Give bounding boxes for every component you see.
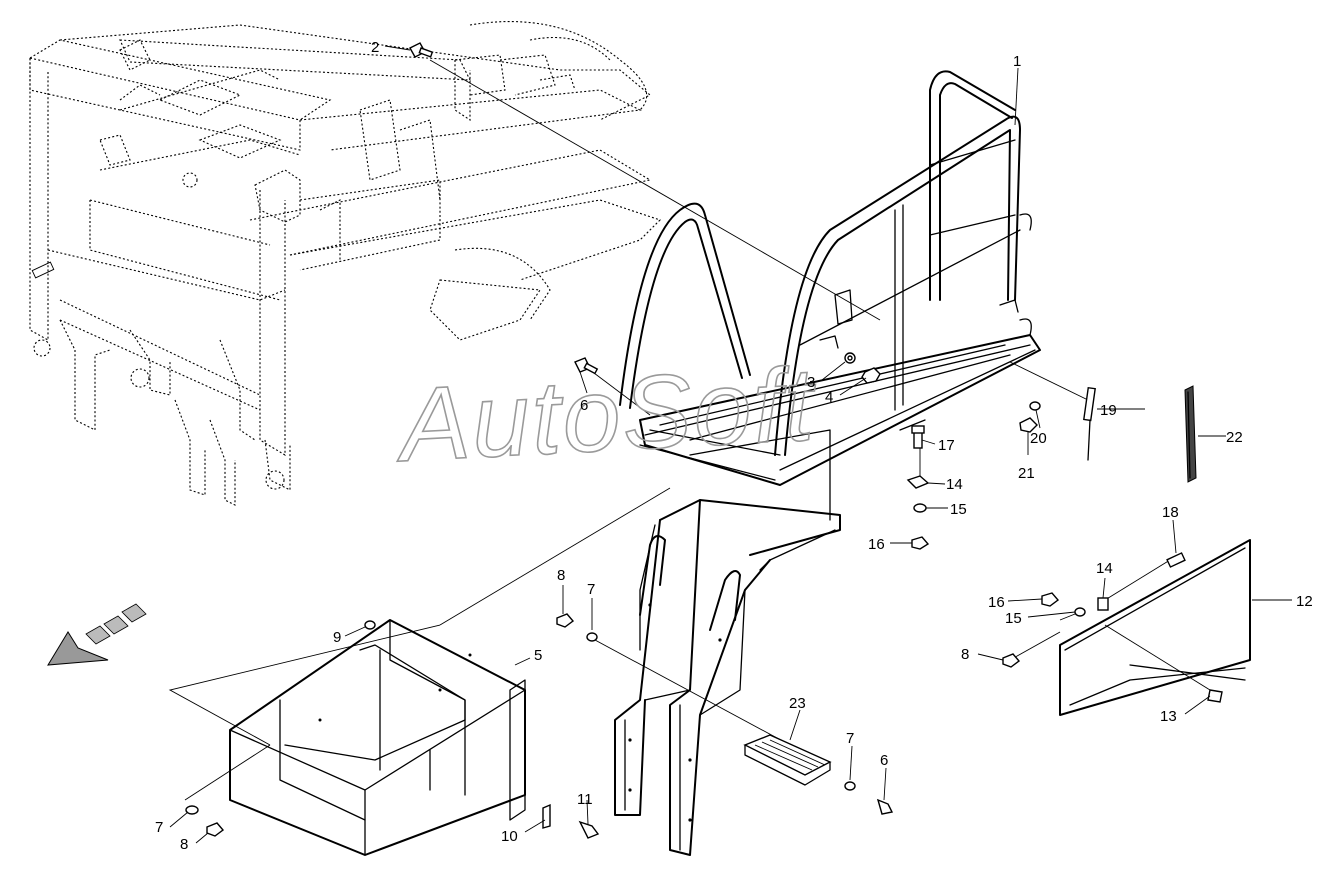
callout-2: 2: [371, 39, 379, 56]
machine-frame: [29, 20, 662, 506]
callout-8-right: 8: [961, 646, 969, 663]
callout-leaders: [169, 45, 1292, 844]
callout-3: 3: [807, 374, 815, 391]
callout-9: 9: [333, 629, 341, 646]
ladder-step-assembly: [614, 499, 841, 856]
storage-box: [229, 619, 526, 856]
callout-13: 13: [1160, 708, 1177, 725]
forward-direction-arrow-icon: [47, 603, 147, 666]
callout-6-bottom: 6: [880, 752, 888, 769]
callout-8-middle: 8: [557, 567, 565, 584]
callout-20: 20: [1030, 430, 1047, 447]
watermark-text: AutoSoft: [391, 346, 820, 484]
callout-7-middle: 7: [587, 581, 595, 598]
callout-22: 22: [1226, 429, 1243, 446]
callout-6-top: 6: [580, 397, 588, 414]
callout-14-right: 14: [1096, 560, 1113, 577]
step-tread: [743, 734, 832, 786]
callout-17: 17: [938, 437, 955, 454]
callout-10: 10: [501, 828, 518, 845]
callout-labels: 1 2 3 4 5 6 6 7 7 7 8 8 8 9 10 11 12 13 …: [155, 39, 1313, 853]
hardware-parts: [185, 42, 1223, 839]
callout-21: 21: [1018, 465, 1035, 482]
seal-strip: [1184, 385, 1197, 483]
callout-12: 12: [1296, 593, 1313, 610]
callout-15-right: 15: [1005, 610, 1022, 627]
callout-5: 5: [534, 647, 542, 664]
callout-15-top: 15: [950, 501, 967, 518]
callout-16-right: 16: [988, 594, 1005, 611]
callout-1: 1: [1013, 53, 1021, 70]
callout-18: 18: [1162, 504, 1179, 521]
callout-16-top: 16: [868, 536, 885, 553]
callout-19: 19: [1100, 402, 1117, 419]
callout-4: 4: [825, 389, 833, 406]
platform-railing-assembly: [619, 70, 1041, 521]
callout-7-box: 7: [155, 819, 163, 836]
callout-11: 11: [577, 791, 593, 808]
side-shield-plate: [1059, 539, 1251, 716]
callout-23: 23: [789, 695, 806, 712]
assembly-lines: [168, 59, 1211, 801]
callout-7-step: 7: [846, 730, 854, 747]
callout-8-box: 8: [180, 836, 188, 853]
callout-14-top: 14: [946, 476, 963, 493]
